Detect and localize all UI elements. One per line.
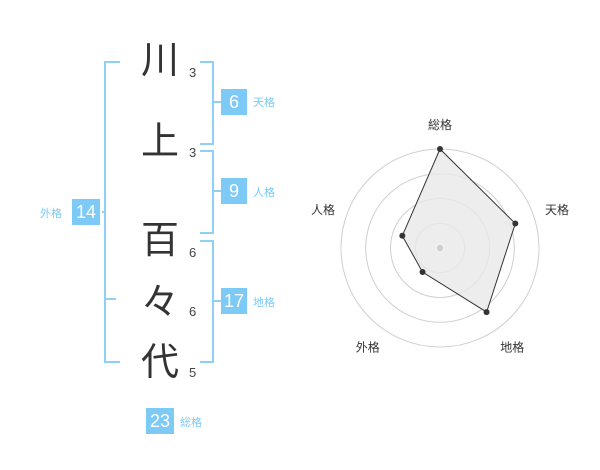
tenkaku-label: 天格 <box>253 96 275 109</box>
chikaku-label: 地格 <box>253 296 275 309</box>
jinkaku-connector <box>213 190 221 192</box>
stroke-count-5: 5 <box>189 365 197 380</box>
name-char-5: 代 <box>140 340 179 384</box>
radar-point-1 <box>437 146 443 152</box>
radar-center-dot <box>437 245 443 251</box>
soukaku-label: 総格 <box>180 416 202 429</box>
name-char-2: 上 <box>140 119 179 163</box>
radar-area <box>401 148 516 313</box>
soukaku-value: 23 <box>146 408 174 434</box>
chikaku-value: 17 <box>221 288 247 314</box>
chikaku-bracket <box>200 240 214 363</box>
tenkaku-connector <box>213 101 221 103</box>
stroke-count-2: 3 <box>189 145 197 160</box>
jinkaku-value: 9 <box>221 178 247 204</box>
stroke-count-1: 3 <box>189 65 197 80</box>
radar-points <box>399 146 519 316</box>
name-char-4: 々 <box>140 280 179 324</box>
radar-axis-label-4: 外格 <box>356 340 380 355</box>
stroke-count-3: 6 <box>189 245 197 260</box>
name-char-3: 百 <box>140 218 179 262</box>
radar-axis-label-5: 人格 <box>311 202 335 217</box>
radar-axis-label-1: 総格 <box>428 117 452 132</box>
jinkaku-bracket <box>200 150 214 234</box>
radar-point-5 <box>399 232 406 239</box>
gaikaku-bracket <box>104 61 120 363</box>
tenkaku-value: 6 <box>221 89 247 115</box>
name-char-1: 川 <box>140 38 179 82</box>
chikaku-connector <box>213 300 221 302</box>
radar-axis-label-3: 地格 <box>500 340 524 355</box>
radar-axis-label-2: 天格 <box>545 202 569 217</box>
radar-point-2 <box>512 220 519 227</box>
gaikaku-bracket-tick <box>104 298 116 300</box>
stroke-count-4: 6 <box>189 304 197 319</box>
tenkaku-bracket <box>200 61 214 145</box>
gaikaku-label: 外格 <box>40 207 62 220</box>
gaikaku-value: 14 <box>72 199 100 225</box>
jinkaku-label: 人格 <box>253 186 275 199</box>
gaikaku-connector <box>102 211 105 213</box>
radar-point-4 <box>419 269 426 276</box>
radar-point-3 <box>483 309 490 316</box>
